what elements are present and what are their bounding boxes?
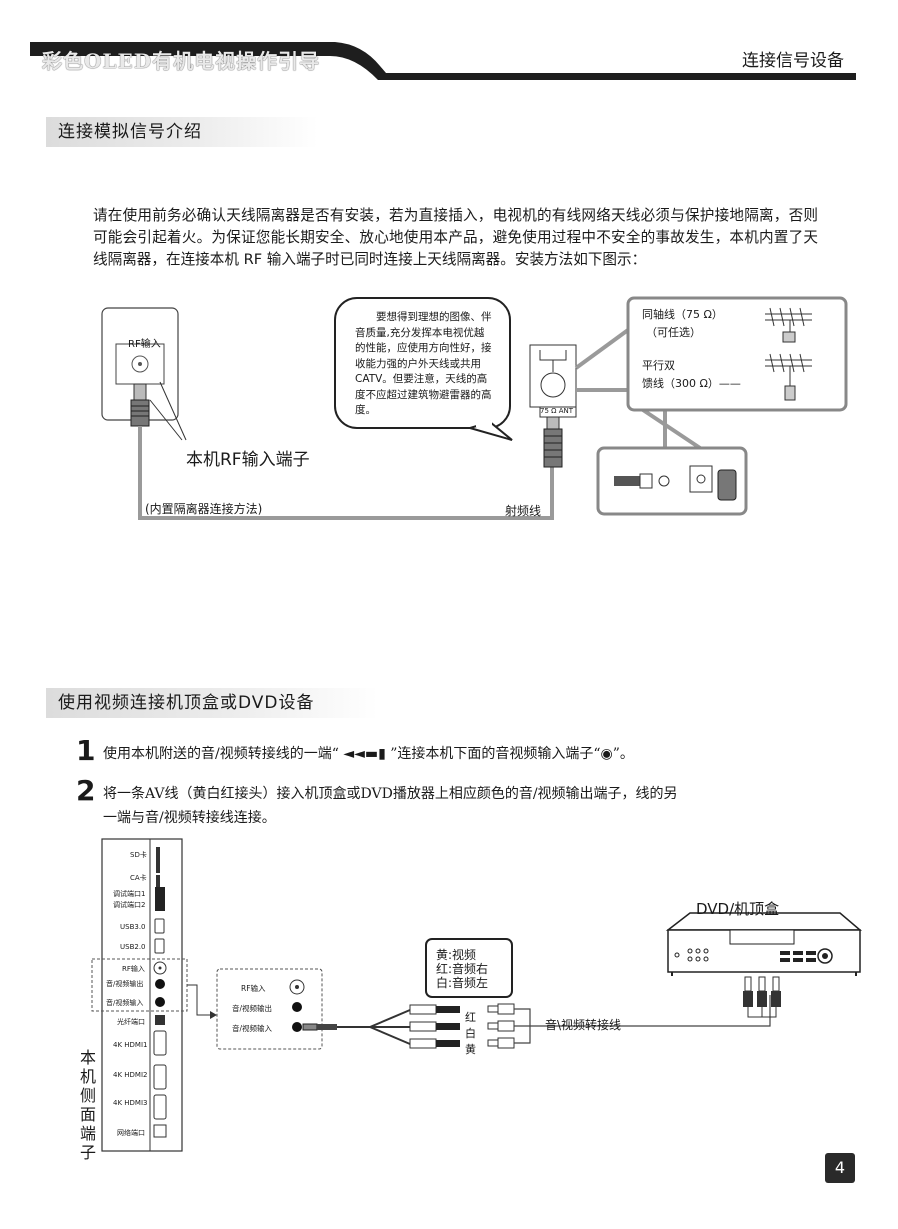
callout-text: 要想得到理想的图像、伴音质量,充分发挥本电视优越的性能，应使用方向性好，接收能力…	[355, 311, 492, 416]
rf-cable-label: 射频线	[505, 504, 542, 518]
step-2-text-line1: 将一条AV线（黄白红接头）接入机顶盒或DVD播放器上相应颜色的音/视频输出端子，…	[103, 786, 678, 802]
av-out-port-icon	[155, 979, 165, 989]
section-title-analog: 连接模拟信号介绍	[46, 117, 318, 147]
coax-label: 同轴线（75 Ω）	[642, 308, 723, 321]
network-port-icon	[153, 1124, 167, 1138]
usb2-port-icon	[154, 938, 165, 954]
port-label-usb2: USB2.0	[120, 943, 146, 951]
rf-plug-right	[543, 428, 563, 468]
rf-plug-left	[130, 399, 150, 427]
dvd-rca-plugs	[743, 976, 781, 1018]
header-title: 彩色OLED有机电视操作引导	[42, 49, 321, 73]
header-banner	[30, 42, 856, 80]
coax-plug-icon	[614, 473, 670, 489]
wall-outlet-box	[596, 446, 748, 516]
builtin-method-label: (内置隔离器连接方法)	[145, 502, 263, 516]
optical-port-icon	[155, 1015, 165, 1025]
coax-optional-label: （可任选）	[646, 326, 701, 339]
antenna-icon-bottom	[765, 353, 812, 401]
hdmi1-port-icon	[153, 1030, 167, 1056]
plug-red-label: 红	[465, 1011, 476, 1024]
step-2-text-line2: 一端与音/视频转接线连接。	[103, 810, 276, 826]
header-section: 连接信号设备	[742, 51, 844, 71]
adapter-plug-icon	[302, 1023, 318, 1031]
wall-socket-icon	[689, 465, 737, 501]
port-label-rf: RF输入	[122, 965, 145, 973]
step-1-number: 1	[76, 734, 96, 767]
port-label-network: 网络端口	[117, 1129, 145, 1137]
zoom-label-av-in: 音/视频输入	[232, 1024, 273, 1033]
sd-slot-icon	[156, 847, 160, 873]
port-label-hdmi3: 4K HDMI3	[113, 1099, 148, 1107]
rf-cable-line	[138, 426, 554, 520]
intro-paragraph: 请在使用前务必确认天线隔离器是否有安装，若为直接插入，电视机的有线网络天线必须与…	[93, 207, 818, 268]
antenna-diagram	[101, 296, 848, 520]
zoom-label-av-out: 音/视频输出	[232, 1004, 273, 1013]
antenna-options-box	[626, 296, 848, 412]
port-label-debug2: 调试端口2	[113, 901, 146, 909]
av-in-port-icon	[155, 997, 165, 1007]
callout-bubble	[334, 297, 511, 429]
legend-yellow: 黄:视频	[436, 948, 477, 962]
side-panel-diagram	[91, 838, 863, 1152]
legend-red: 红:音频右	[436, 962, 489, 976]
step-1-text: 使用本机附送的音/视频转接线的一端“ ◄◄▬▮ ”连接本机下面的音视频输入端子“…	[103, 746, 634, 762]
zoom-label-rf: RF输入	[241, 984, 266, 993]
antenna-icon-top	[765, 307, 812, 343]
ant-label: 75 Ω ANT	[540, 407, 574, 415]
hdmi3-port-icon	[153, 1094, 167, 1120]
port-label-optical: 光纤端口	[117, 1018, 145, 1026]
rf-terminal-label: 本机RF输入端子	[186, 450, 310, 470]
color-legend-text: 黄:视频 红:音频右 白:音频左	[436, 948, 488, 990]
port-label-av-out: 音/视频输出	[106, 980, 144, 988]
port-label-hdmi2: 4K HDMI2	[113, 1071, 148, 1079]
plug-white-label: 白	[465, 1027, 476, 1040]
color-legend-box	[425, 938, 513, 998]
av-cable-line	[530, 995, 771, 1027]
adapter-rca-plugs	[409, 1004, 460, 1049]
feeder-label: 馈线（300 Ω）——	[642, 377, 741, 390]
legend-white: 白:音频左	[436, 976, 489, 990]
hdmi2-port-icon	[153, 1064, 167, 1090]
page-number: 4	[825, 1153, 855, 1183]
port-label-debug1: 调试端口1	[113, 890, 146, 898]
debug-port-icon	[155, 887, 165, 911]
side-terminal-label: 本 机 侧 面 端 子	[79, 1048, 96, 1162]
rf-input-label-1: RF输入	[128, 339, 161, 350]
step-2-number: 2	[76, 774, 96, 807]
dvd-player-icon	[665, 912, 863, 976]
adapter-cable-label: 音\视频转接线	[545, 1018, 622, 1032]
plug-yellow-label: 黄	[465, 1043, 476, 1056]
port-label-sd: SD卡	[130, 851, 147, 859]
tv-side-panel	[101, 838, 183, 1152]
port-label-hdmi1: 4K HDMI1	[113, 1041, 148, 1049]
ca-slot-icon	[156, 875, 160, 887]
av-cable-rca-plugs	[487, 1003, 515, 1049]
plug-color-labels: 红 白 黄	[465, 1010, 476, 1058]
dvd-label: DVD/机顶盒	[696, 900, 780, 918]
section-title-video: 使用视频连接机顶盒或DVD设备	[46, 688, 378, 718]
port-label-usb3: USB3.0	[120, 923, 146, 931]
usb3-port-icon	[154, 918, 165, 934]
parallel-label: 平行双	[642, 359, 675, 372]
port-label-ca: CA卡	[130, 874, 147, 882]
port-label-av-in: 音/视频输入	[106, 999, 144, 1007]
